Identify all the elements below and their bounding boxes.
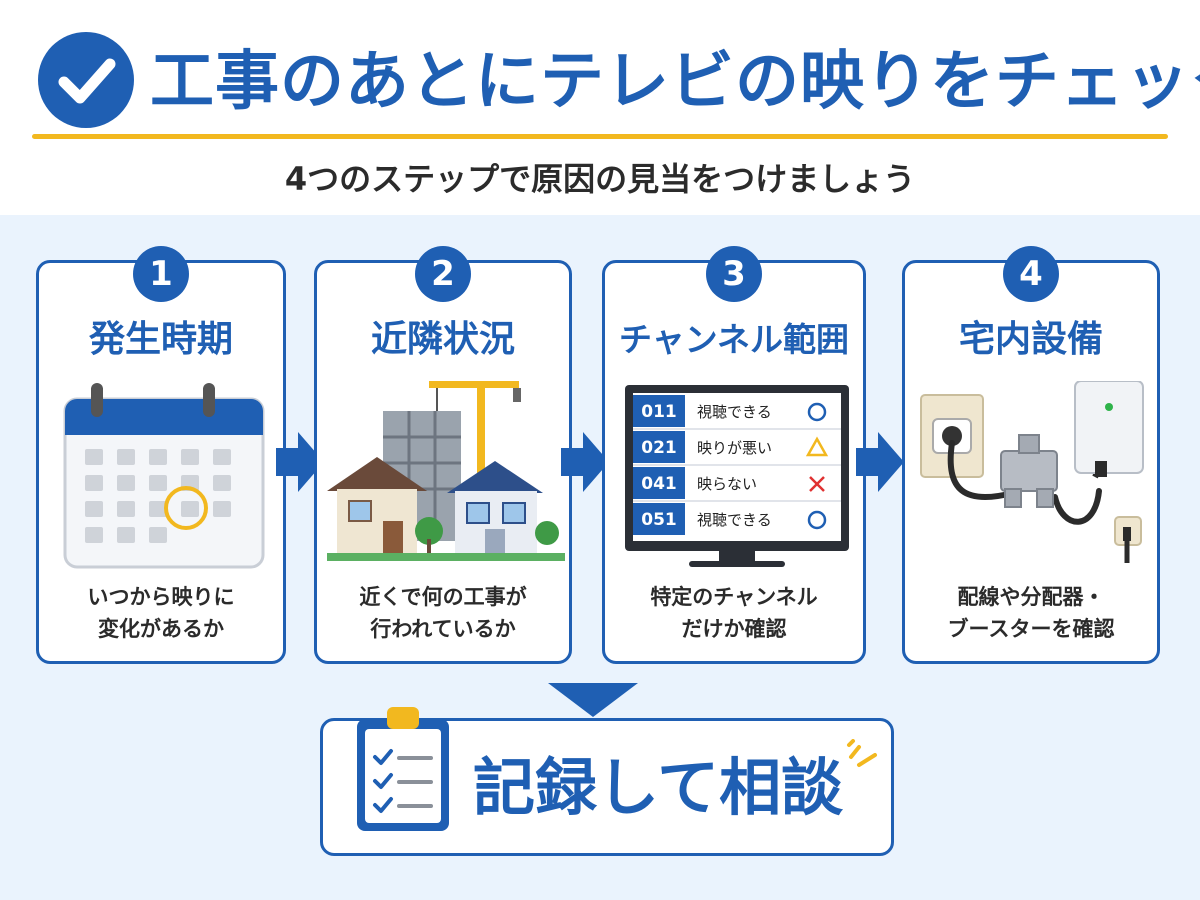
channel-status: 視聴できる xyxy=(697,403,772,421)
channel-number: 021 xyxy=(641,438,677,458)
step-description: 配線や分配器・ ブースターを確認 xyxy=(905,581,1157,645)
step-description-line: ブースターを確認 xyxy=(947,617,1115,641)
step-number-3: 3 xyxy=(706,246,762,302)
step-number-2: 2 xyxy=(415,246,471,302)
arrow-right-icon xyxy=(561,432,609,492)
step-description-line: だけか確認 xyxy=(681,617,787,641)
step-number-1: 1 xyxy=(133,246,189,302)
channel-status: 視聴できる xyxy=(697,511,772,529)
page-title: 工事のあとにテレビの映りをチェック xyxy=(150,45,1200,119)
step-card-1: 発生時期 いつから映りに 変化があるか xyxy=(36,260,286,664)
status-circle-icon xyxy=(807,510,827,530)
step-card-4: 宅内設備 配線や分配器・ ブースターを確認 xyxy=(902,260,1160,664)
step-description: 近くで何の工事が 行われているか xyxy=(317,581,569,645)
step-description-line: いつから映りに xyxy=(87,585,235,609)
arrow-right-icon xyxy=(856,432,904,492)
title-underline xyxy=(32,134,1168,139)
page-subtitle: 4つのステップで原因の見当をつけましょう xyxy=(284,160,916,198)
result-label: 記録して相談 xyxy=(473,751,844,824)
tv-channel-list-icon: 011 021 041 051 視聴できる 映りが悪い 映らない 視聴できる xyxy=(625,385,849,567)
antenna-wiring-icon xyxy=(920,381,1144,563)
channel-status: 映らない xyxy=(697,475,757,493)
step-description-line: 配線や分配器・ xyxy=(957,585,1105,609)
check-circle-icon xyxy=(38,32,134,128)
step-card-3: チャンネル範囲 011 021 041 051 視聴できる 映りが悪い 映らない… xyxy=(602,260,866,664)
step-title: 発生時期 xyxy=(88,319,233,360)
step-description-line: 近くで何の工事が xyxy=(359,585,527,609)
step-card-2: 近隣状況 近くで何の工事が 行われているか xyxy=(314,260,572,664)
result-banner: 記録して相談 xyxy=(320,707,894,856)
channel-status: 映りが悪い xyxy=(697,439,772,457)
sparkle-icon xyxy=(847,739,877,767)
calendar-icon xyxy=(63,383,265,569)
construction-site-icon xyxy=(327,381,565,561)
step-title: チャンネル範囲 xyxy=(618,320,849,359)
status-triangle-icon xyxy=(805,436,829,457)
step-title: 近隣状況 xyxy=(370,319,515,360)
channel-number: 011 xyxy=(641,402,677,422)
step-description-line: 変化があるか xyxy=(98,617,224,641)
arrow-right-icon xyxy=(276,432,324,492)
arrow-down-icon xyxy=(548,683,638,717)
channel-number: 041 xyxy=(641,474,677,494)
channel-number: 051 xyxy=(641,510,677,530)
step-description-line: 行われているか xyxy=(370,617,516,641)
step-description: いつから映りに 変化があるか xyxy=(39,581,283,645)
step-title: 宅内設備 xyxy=(958,319,1103,360)
status-circle-icon xyxy=(807,402,827,422)
clipboard-checklist-icon xyxy=(357,707,449,831)
step-number-4: 4 xyxy=(1003,246,1059,302)
step-description: 特定のチャンネル だけか確認 xyxy=(605,581,863,645)
step-description-line: 特定のチャンネル xyxy=(650,585,818,609)
status-cross-icon xyxy=(809,476,825,492)
